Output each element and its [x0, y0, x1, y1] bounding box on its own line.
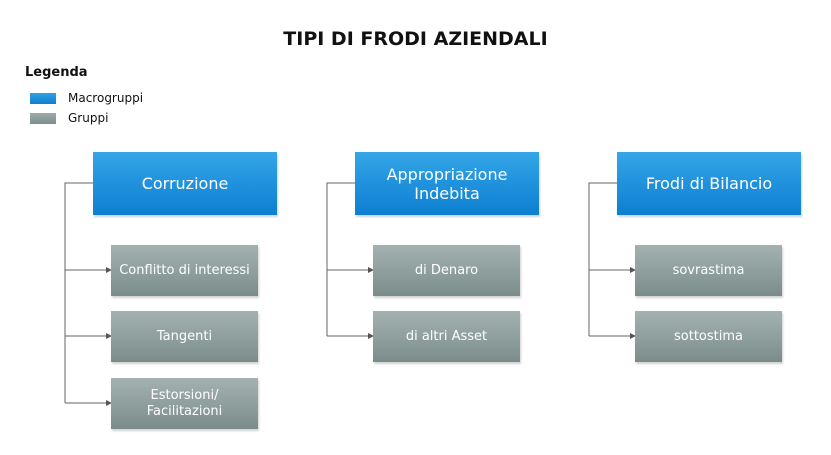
legend-item-macrogruppi: Macrogruppi — [30, 90, 143, 106]
connector-frodi — [588, 182, 617, 336]
legend-item-gruppi: Gruppi — [30, 110, 108, 126]
group-box-altri-asset: di altri Asset — [373, 311, 520, 362]
macro-box-appropriazione: Appropriazione Indebita — [355, 152, 539, 215]
macro-box-corruzione: Corruzione — [93, 152, 277, 215]
legend-title: Legenda — [25, 65, 88, 80]
connector-corruzione — [64, 182, 93, 403]
group-box-denaro: di Denaro — [373, 245, 520, 296]
legend-swatch-macro — [30, 92, 56, 104]
legend-swatch-group — [30, 112, 56, 124]
diagram-title: TIPI DI FRODI AZIENDALI — [283, 28, 548, 50]
group-box-tangenti: Tangenti — [111, 311, 258, 362]
legend-label: Gruppi — [68, 111, 109, 125]
group-box-estorsioni: Estorsioni/ Facilitazioni — [111, 378, 258, 429]
group-box-sovrastima: sovrastima — [635, 245, 782, 296]
connector-appropriazione — [326, 182, 355, 336]
macro-box-frodi-bilancio: Frodi di Bilancio — [617, 152, 801, 215]
group-box-sottostima: sottostima — [635, 311, 782, 362]
legend-label: Macrogruppi — [68, 91, 144, 105]
group-box-conflitto: Conflitto di interessi — [111, 245, 258, 296]
